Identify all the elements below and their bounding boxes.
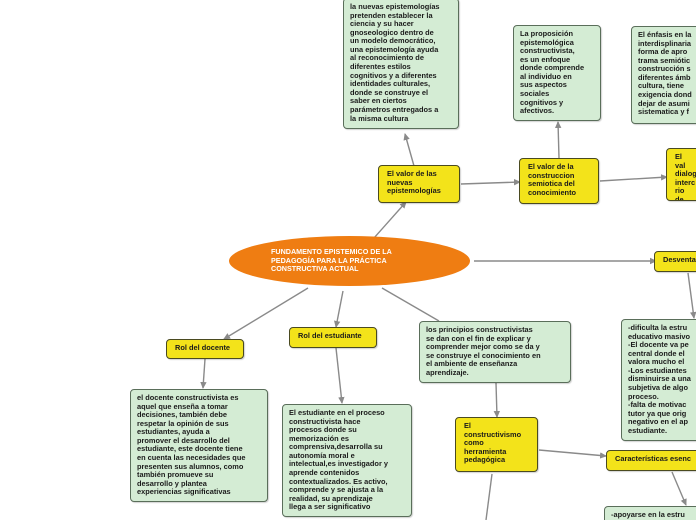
- topic-constructivismo-herramienta-label: El constructivismo como herramienta peda…: [464, 421, 522, 465]
- detail-principios-constructivistas[interactable]: los principios constructivistas se dan c…: [419, 321, 571, 383]
- topic-rol-estudiante[interactable]: Rol del estudiante: [289, 327, 377, 348]
- connector-herramienta-to-caracteristicas: [538, 449, 607, 459]
- topic-valor-dialogico[interactable]: El val dialog interc rio de conoc: [666, 148, 696, 201]
- topic-rol-docente[interactable]: Rol del docente: [166, 339, 244, 359]
- detail-proposicion-epistemologica[interactable]: La proposición epistemológica constructi…: [513, 25, 601, 121]
- topic-constructivismo-herramienta[interactable]: El constructivismo como herramienta peda…: [455, 417, 538, 472]
- connector-root-to-nuevas-epistemologias: [373, 201, 407, 239]
- detail-nuevas-epistemologias[interactable]: la nuevas epistemologías pretenden estab…: [343, 0, 459, 129]
- connector-root-to-rol-docente: [223, 287, 309, 340]
- detail-desventajas[interactable]: -dificulta la estru educativo masivo -El…: [621, 319, 696, 441]
- connector-principios-to-herramienta: [493, 382, 501, 418]
- topic-caracteristicas-esenciales-label: Características esenc: [615, 454, 692, 463]
- connector-nuevas-epistemologias-to-semiotica: [460, 179, 521, 186]
- connector-root-to-principios: [381, 287, 440, 322]
- connector-herramienta-down: [485, 473, 493, 520]
- connector-caracteristicas-to-detail: [671, 471, 687, 506]
- detail-enfasis-interdisciplinario[interactable]: El énfasis en la interdisplinaria forma …: [631, 26, 696, 124]
- topic-rol-estudiante-label: Rol del estudiante: [298, 331, 362, 340]
- detail-desventajas-text: -dificulta la estru educativo masivo -El…: [628, 323, 691, 435]
- root-topic-label: FUNDAMENTO EPISTEMICO DE LA PEDAGOGÍA PA…: [271, 247, 392, 274]
- detail-nuevas-epistemologias-text: la nuevas epistemologías pretenden estab…: [350, 2, 440, 123]
- topic-desventajas-label: Desventa: [663, 255, 696, 264]
- topic-rol-docente-label: Rol del docente: [175, 343, 231, 352]
- connector-desventajas-to-detail: [687, 272, 696, 319]
- root-topic-fundamento-epistemico[interactable]: FUNDAMENTO EPISTEMICO DE LA PEDAGOGÍA PA…: [229, 236, 470, 286]
- topic-valor-construccion-semiotica[interactable]: El valor de la construccion semiotica de…: [519, 158, 599, 204]
- topic-valor-nuevas-epistemologias[interactable]: El valor de las nuevas epistemologías: [378, 165, 460, 203]
- detail-principios-constructivistas-text: los principios constructivistas se dan c…: [426, 325, 541, 377]
- topic-valor-nuevas-epistemologias-label: El valor de las nuevas epistemologías: [387, 169, 441, 196]
- detail-rol-estudiante-text: El estudiante en el proceso constructivi…: [289, 408, 388, 512]
- connector-root-to-rol-estudiante: [334, 290, 344, 328]
- connector-rol-docente-to-detail: [200, 358, 207, 389]
- connector-rol-estudiante-to-detail: [335, 347, 345, 404]
- detail-enfasis-interdisciplinario-text: El énfasis en la interdisplinaria forma …: [638, 30, 692, 117]
- detail-proposicion-epistemologica-text: La proposición epistemológica constructi…: [520, 29, 585, 116]
- detail-caracteristicas[interactable]: -apoyarse en la estru: [604, 506, 696, 520]
- detail-rol-estudiante[interactable]: El estudiante en el proceso constructivi…: [282, 404, 412, 517]
- connector-semiotica-to-dialogica: [599, 174, 668, 182]
- topic-valor-dialogico-label: El val dialog interc rio de conoc: [675, 152, 696, 201]
- topic-caracteristicas-esenciales[interactable]: Características esenc: [606, 450, 696, 471]
- topic-valor-construccion-semiotica-label: El valor de la construccion semiotica de…: [528, 162, 577, 197]
- connector-semiotica-to-proposicion: [554, 121, 562, 159]
- detail-rol-docente[interactable]: el docente constructivista es aquel que …: [130, 389, 268, 502]
- topic-desventajas[interactable]: Desventa: [654, 251, 696, 272]
- connector-nuevas-epistemologias-to-detail: [403, 133, 415, 167]
- detail-rol-docente-text: el docente constructivista es aquel que …: [137, 393, 246, 497]
- detail-caracteristicas-text: -apoyarse en la estru: [611, 510, 685, 519]
